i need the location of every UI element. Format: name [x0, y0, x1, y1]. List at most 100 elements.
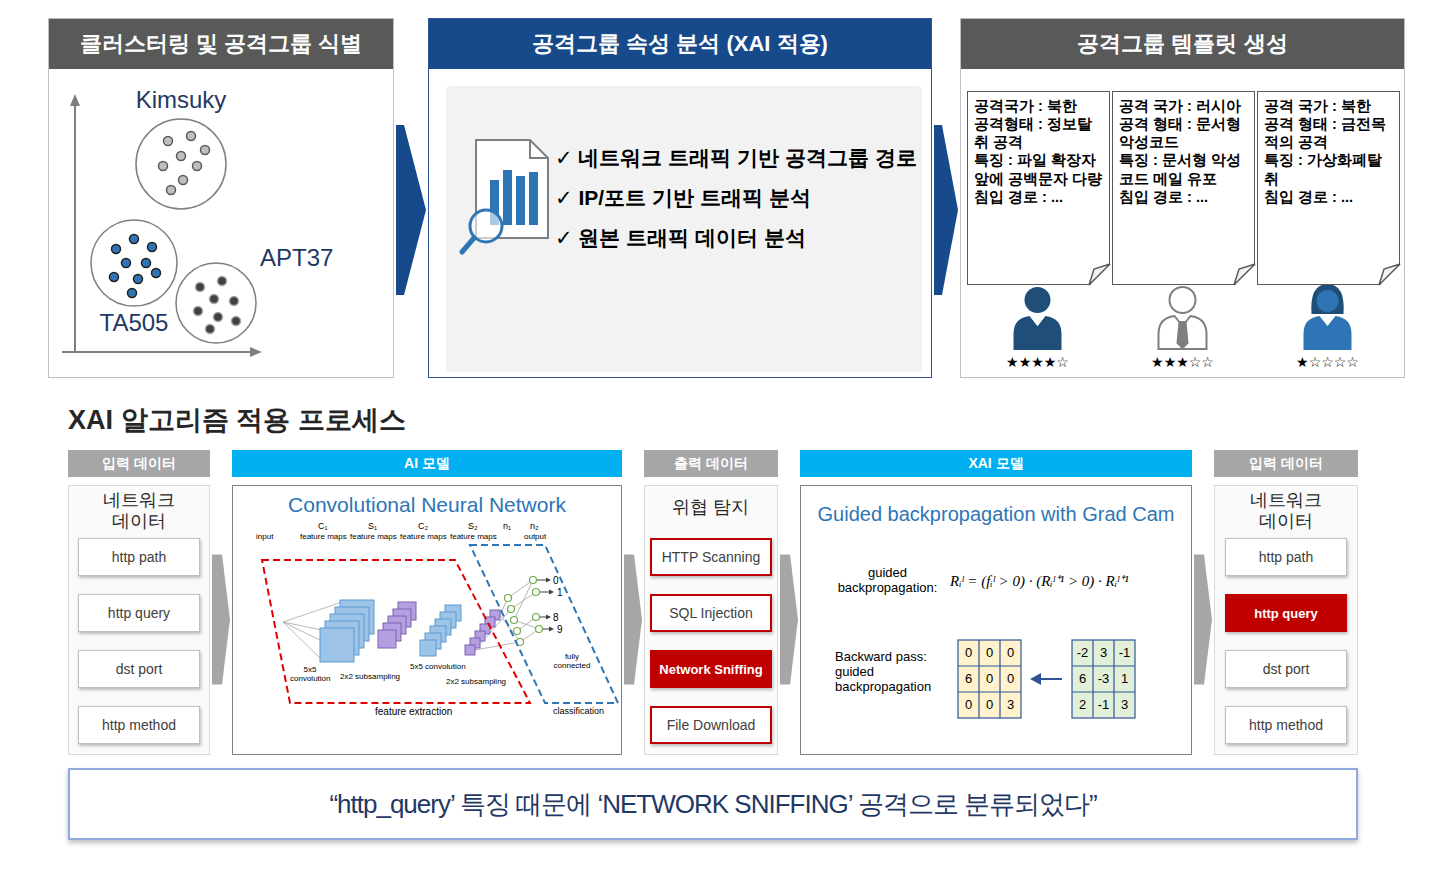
- cnn-drawing-part-part: [500, 615, 520, 642]
- cluster-point: [187, 132, 196, 141]
- layer-name: n₁: [503, 521, 511, 531]
- data-field: SQL Injection: [669, 605, 753, 621]
- data-field-box: dst port: [1225, 650, 1347, 688]
- data-field: http path: [112, 549, 167, 565]
- matrix-cell: 3: [1000, 692, 1021, 718]
- relevance-matrix-part: [958, 640, 1021, 718]
- cluster-name: TA505: [90, 309, 178, 337]
- cluster-outline: [176, 263, 256, 343]
- process-column: 출력 데이터위협 탐지HTTP ScanningSQL InjectionNet…: [644, 450, 778, 755]
- template-field: 특징 : 문서형 악성코드 메일 유포: [1119, 151, 1250, 187]
- operation-note: 2x2 subsampling: [340, 672, 400, 681]
- cluster-circle: TA505: [90, 219, 178, 343]
- template-field: 공격 형태 : 문서형 악성코드: [1119, 115, 1250, 151]
- cluster-name: Kimsuky: [129, 86, 233, 114]
- cnn-drawing-part-part: [514, 628, 521, 635]
- cnn-drawing-part-part: [530, 577, 537, 584]
- layer-caption: input: [256, 532, 273, 541]
- cluster-point: [214, 313, 223, 322]
- person-icon: [1159, 287, 1207, 349]
- cluster-point: [142, 259, 151, 268]
- cnn-drawing-part-part: [465, 645, 475, 655]
- process-column: 입력 데이터네트워크 데이터http pathhttp querydst por…: [1214, 450, 1358, 755]
- report-icon-part: [529, 172, 538, 225]
- process-column: 입력 데이터네트워크 데이터http pathhttp querydst por…: [68, 450, 210, 755]
- column-body: [800, 485, 1192, 755]
- cluster-point: [218, 277, 227, 286]
- corner-cut: [1379, 264, 1401, 286]
- cluster-circle: APT37: [174, 244, 334, 346]
- cluster-point: [110, 273, 119, 282]
- data-field: HTTP Scanning: [662, 549, 761, 565]
- person-icon-part: [1170, 287, 1196, 313]
- matrix-cell: -3: [1093, 666, 1114, 692]
- matrix-cell: 0: [979, 692, 1000, 718]
- cnn-drawing-part: [505, 577, 543, 646]
- relevance-matrix-part: [978, 640, 979, 718]
- flow-arrow: [934, 125, 958, 295]
- relevance-matrix-part: [958, 665, 1021, 666]
- template-field: 공격 형태 : 금전목적의 공격: [1264, 115, 1395, 151]
- cnn-drawing-part: [320, 600, 374, 662]
- rating-stars: ★★★☆☆: [1132, 354, 1233, 370]
- corner-cut: [1234, 264, 1256, 286]
- checklist-item: ✓ 원본 트래픽 데이터 분석: [555, 218, 931, 258]
- cnn-drawing-part-part: [283, 622, 322, 660]
- stage-name: feature extraction: [375, 706, 452, 718]
- column-header: 입력 데이터: [1214, 450, 1358, 477]
- stage-name: classification: [553, 706, 604, 716]
- template-field: 공격형태 : 정보탈취 공격: [974, 115, 1105, 151]
- column-title: Convolutional Neural Network: [232, 493, 622, 518]
- data-field: http method: [102, 717, 176, 733]
- layer-caption: feature maps: [450, 532, 497, 541]
- column-header: 출력 데이터: [644, 450, 778, 477]
- cluster-point: [232, 317, 241, 326]
- person-icon-part: [1178, 322, 1188, 348]
- cnn-drawing-part: [420, 605, 461, 656]
- cluster-point: [122, 259, 131, 268]
- matrix-cell: 6: [958, 666, 979, 692]
- cnn-drawing-part: [378, 602, 416, 648]
- corner-flap: [1234, 264, 1255, 285]
- data-field: dst port: [116, 661, 163, 677]
- person-icon-part: [1159, 316, 1207, 349]
- matrix-cell: 2: [1072, 692, 1093, 718]
- template-field: 공격 국가 : 북한: [1264, 97, 1395, 115]
- scatter-axes-part: [70, 94, 80, 106]
- backward-arrow: [1030, 673, 1062, 685]
- template-field: 침입 경로 : ...: [1119, 188, 1250, 206]
- report-icon-part: [530, 140, 548, 158]
- matrix-cell: 0: [979, 666, 1000, 692]
- layer-name: n₂: [530, 521, 539, 531]
- section-title: XAI 알고리즘 적용 프로세스: [68, 402, 406, 438]
- flow-arrow: [1194, 555, 1212, 685]
- person-icon-part: [1304, 316, 1352, 350]
- corner-cut: [1089, 264, 1111, 286]
- matrix-cell: -1: [1093, 692, 1114, 718]
- column-title: 네트워크 데이터: [1246, 490, 1326, 532]
- cluster-point: [128, 289, 137, 298]
- column-title: 네트워크 데이터: [99, 490, 179, 532]
- layer-caption: feature maps: [350, 532, 397, 541]
- cnn-drawing-part: [537, 578, 554, 632]
- output-class: 8: [553, 612, 559, 624]
- highlight-box: http query: [1225, 594, 1347, 632]
- cnn-drawing-part-part: [420, 640, 436, 656]
- threat-box: SQL Injection: [650, 594, 772, 632]
- cnn-drawing-part-part: [533, 614, 540, 621]
- cnn-drawing-part-part: [546, 615, 551, 620]
- cluster-point: [206, 325, 215, 334]
- cnn-drawing-part-part: [283, 622, 322, 630]
- report-icon: [462, 140, 548, 252]
- cnn-drawing-part-part: [540, 617, 547, 618]
- template-field: 침입 경로 : ...: [1264, 188, 1395, 206]
- cluster-point: [148, 243, 157, 252]
- matrix-cell: 0: [958, 640, 979, 666]
- scatter-axes: [62, 94, 262, 357]
- output-class: 9: [557, 624, 563, 636]
- relevance-matrix-part: [1092, 640, 1093, 718]
- cluster-shape: [133, 116, 229, 212]
- threat-box: HTTP Scanning: [650, 538, 772, 576]
- cnn-drawing-part-part: [543, 629, 550, 630]
- data-field-box: http query: [78, 594, 200, 632]
